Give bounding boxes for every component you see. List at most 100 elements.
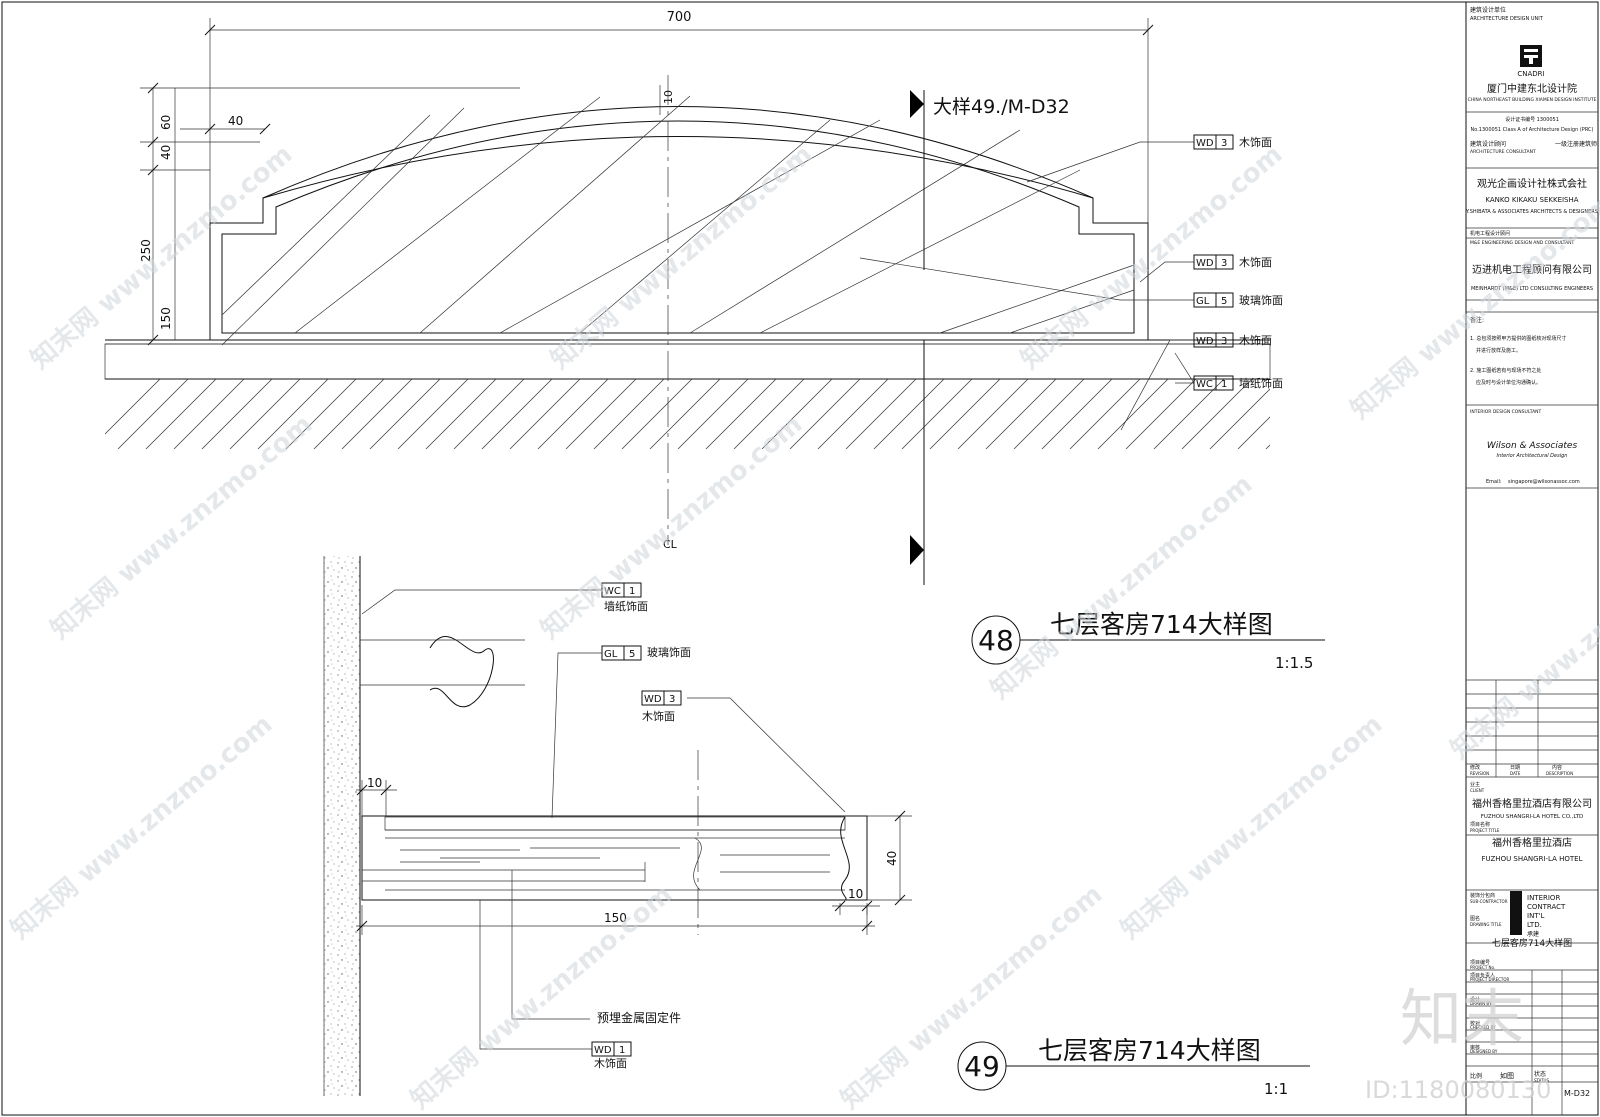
dim-700: 700: [667, 10, 692, 25]
watermark-text: 知末网 www.znzmo.com: [1445, 529, 1600, 765]
tb-client-name-cn: 福州香格里拉酒店有限公司: [1472, 797, 1592, 810]
tb-drawing-title-en: DRAWING TITLE: [1470, 922, 1502, 927]
watermark-text: 知末网 www.znzmo.com: [1345, 189, 1600, 425]
tb-cert-2: No.1300051 Class A of Architecture Desig…: [1470, 127, 1593, 133]
tb-client-name-en: FUZHOU SHANGRI-LA HOTEL CO.,LTD: [1481, 814, 1583, 820]
section-ref: 大样49./M-D32: [933, 96, 1070, 118]
tag49-0-num: 1: [629, 586, 635, 597]
detail-49-scale: 1:1: [1264, 1080, 1288, 1098]
dim-40-49: 40: [885, 851, 899, 866]
title-block: 建筑设计单位 ARCHITECTURE DESIGN UNIT CNADRI 厦…: [1465, 2, 1598, 1115]
tb-kanko-en2: Y.SHIBATA & ASSOCIATES ARCHITECTS & DESI…: [1465, 209, 1598, 215]
tag48-1-num: 3: [1221, 258, 1227, 269]
watermark-logo: 知末: [1400, 982, 1524, 1055]
tag49-3-num: 1: [619, 1045, 625, 1056]
dim-10: 10: [662, 90, 675, 104]
tag48-3-num: 3: [1221, 336, 1227, 347]
tb-note-2b: 应及时与设计单位沟通确认。: [1476, 379, 1541, 386]
tag49-1-num: 5: [629, 649, 635, 660]
tb-note-1b: 并进行放样及施工。: [1476, 347, 1521, 354]
panel-inner: [221, 120, 1135, 334]
tb-icl-2: CONTRACT: [1527, 903, 1566, 911]
fixing-note: 预埋金属固定件: [597, 1010, 681, 1025]
tb-wilson: Wilson & Associates: [1487, 441, 1578, 451]
tb-checked-by: 校对: [1470, 1020, 1480, 1027]
tag48-4-label: 墙纸饰面: [1239, 376, 1283, 390]
glass-hatch: [221, 95, 1135, 346]
tb-status-cn: 状态: [1534, 1070, 1546, 1078]
tb-consultant-note: 一级注册建筑师: [1555, 140, 1597, 148]
tag49-2-num: 3: [669, 694, 675, 705]
dim-150-49: 150: [604, 911, 627, 925]
tag48-3-label: 木饰面: [1239, 333, 1272, 347]
tb-proj-dir-en: PROJECT DIRECTOR: [1470, 977, 1510, 982]
section-arrow-bottom: [910, 535, 924, 565]
tb-email: singapore@wilsonassoc.com: [1508, 479, 1580, 485]
tb-drawing-title: 七层客房714大样图: [1492, 937, 1572, 949]
tb-kanko-cn: 观光企画设计社株式会社: [1477, 177, 1587, 190]
tb-mep-en: M&E ENGINEERING DESIGN AND CONSULTANT: [1470, 240, 1575, 246]
tag49-2: WD 3 木饰面: [641, 690, 682, 723]
tb-status-en: STATUS: [1534, 1078, 1549, 1083]
tag48-4-code: WC: [1196, 379, 1213, 390]
tb-scale-val: 如图: [1500, 1071, 1514, 1080]
watermark-text: 知末网 www.znzmo.com: [535, 409, 808, 645]
slab-hatch: [105, 379, 1270, 449]
tb-kanko-en1: KANKO KIKAKU SEKKEISHA: [1485, 196, 1578, 204]
tag49-2-code: WD: [644, 694, 662, 705]
watermark-text: 知末网 www.znzmo.com: [1115, 709, 1388, 945]
dim-10-top: 10: [367, 776, 382, 790]
tb-proj-no-en: PROJECT No.: [1470, 965, 1495, 970]
watermark-text: 知末网 www.znzmo.com: [45, 409, 318, 645]
tb-email-label: Email:: [1486, 479, 1502, 485]
tb-notes-title: 备注:: [1470, 316, 1484, 324]
tag49-3-code: WD: [594, 1045, 612, 1056]
cl-mark: CL: [663, 538, 678, 551]
tb-project-name-cn: 福州香格里拉酒店: [1492, 836, 1572, 849]
watermarks: 知末网 www.znzmo.com 知末网 www.znzmo.com 知末网 ww…: [5, 139, 1600, 1115]
tb-rev-col3: 内容: [1552, 764, 1562, 771]
tb-note-1: 1. 总包须按照甲方提供的图纸核对现场尺寸: [1470, 335, 1566, 342]
watermark-id: ID:1180080130: [1365, 1076, 1551, 1104]
tb-proj-no: 项目编号: [1470, 959, 1490, 966]
tb-checked-by-en: CHECKED BY: [1470, 1025, 1496, 1030]
tag49-1-code: GL: [604, 649, 618, 660]
tb-rev-col3-en: DESCRIPTION: [1546, 771, 1573, 776]
tb-drawing-title-cn: 图名: [1470, 915, 1480, 922]
tb-scale-cn: 比例: [1470, 1072, 1482, 1080]
tb-sheet-no: M-D32: [1564, 1089, 1590, 1098]
detail-48: 700 60 40 250 150 40 10: [104, 10, 1325, 672]
tb-sub-cn: 装饰分包商: [1470, 892, 1495, 899]
wall-section: [324, 556, 360, 1096]
tb-note-2: 2. 施工图纸若有与现场不符之处: [1470, 367, 1541, 374]
tb-icl-1: INTERIOR: [1527, 894, 1560, 902]
tag48-1-code: WD: [1196, 258, 1214, 269]
tb-consultant-en: ARCHITECTURE CONSULTANT: [1470, 149, 1536, 155]
tb-rev-col2: 日期: [1510, 765, 1520, 771]
dim-10-bottom: 10: [848, 887, 863, 901]
dim-150: 150: [159, 307, 173, 330]
tag48-0-num: 3: [1221, 138, 1227, 149]
tag49-1: GL 5 玻璃饰面: [601, 645, 691, 661]
tag49-1-label: 玻璃饰面: [647, 645, 691, 659]
tb-meinhardt-en: MEINHARDT (M&E) LTD CONSULTING ENGINEERS: [1471, 286, 1593, 292]
tb-icl-4: LTD.: [1527, 921, 1542, 929]
tb-logo-text: CNADRI: [1517, 70, 1544, 78]
tb-project-name-en: FUZHOU SHANGRI-LA HOTEL: [1481, 855, 1582, 863]
tb-mep-cn: 机电工程设计顾问: [1470, 230, 1510, 237]
tag48-2-code: GL: [1196, 296, 1210, 307]
tag49-2-label: 木饰面: [642, 709, 675, 723]
tb-icl-3: INT'L: [1527, 912, 1545, 920]
dim-40v: 40: [159, 145, 173, 160]
tb-institute-en: CHINA NORTHEAST BUILDING XIAMEN DESIGN I…: [1468, 97, 1597, 103]
detail-48-scale: 1:1.5: [1275, 654, 1313, 672]
tb-sub-en: SUB-CONTRACTOR: [1470, 899, 1508, 904]
